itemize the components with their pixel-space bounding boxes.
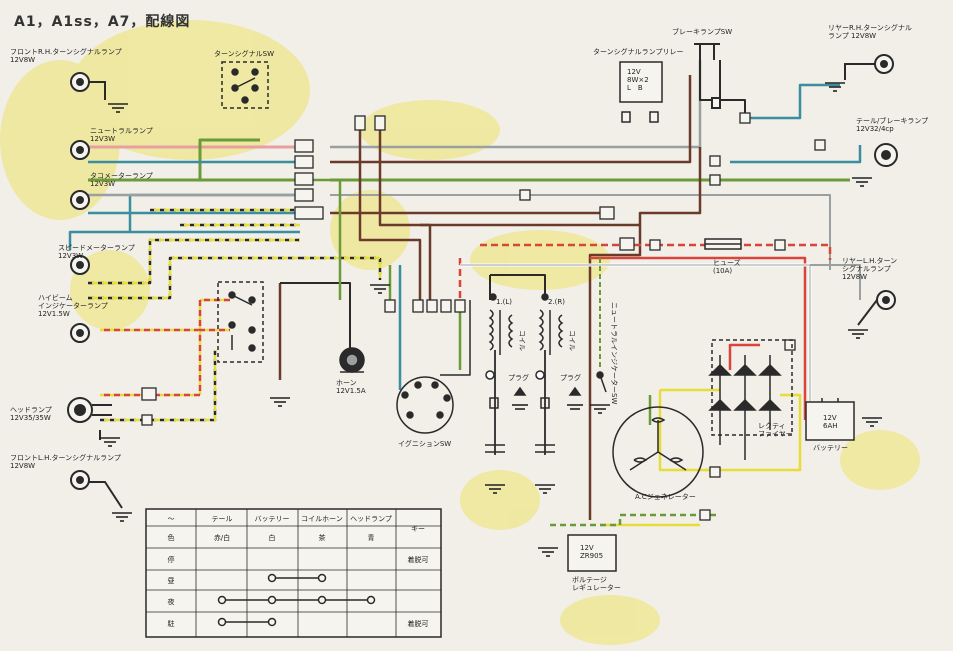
front-lh-turn-lamp-icon	[70, 470, 123, 509]
label-rectifier: レクティファイヤー	[758, 422, 793, 438]
label-rear-rh-turn: リヤーR.H.ターンシグナルランプ 12V8W	[828, 23, 912, 40]
hibeam-lamp-icon	[70, 323, 90, 343]
ignition-coils	[485, 293, 582, 453]
label-turn-signal-sw: ターンシグナルSW	[214, 49, 274, 58]
label-plug: プラグ	[560, 373, 581, 382]
rectifier	[708, 339, 793, 460]
ground-symbols	[100, 82, 882, 557]
label-coil-1: 1.(L)	[496, 298, 512, 306]
label-ac-gen: A.Cジェネレーター	[635, 492, 696, 501]
ignition-key-table: ～ テール バッテリー コイルホーン ヘッドランプ キー 色 赤/白 白 茶 青…	[145, 508, 442, 638]
table-row-key: 着脱可	[408, 555, 429, 564]
table-header-0: ～	[168, 515, 175, 523]
ignition-switch	[396, 376, 454, 434]
battery-icon	[805, 398, 855, 441]
label-ignition-sw: イグニションSW	[398, 439, 451, 448]
label-coil-2: 2.(R)	[548, 298, 565, 306]
table-row-key: 着脱可	[408, 619, 429, 628]
label-coil: コイル	[568, 330, 576, 351]
rear-rh-turn-lamp-icon	[844, 54, 894, 80]
tacho-lamp-icon	[70, 190, 90, 210]
ac-generator	[612, 406, 704, 498]
table-row-label: 駐	[168, 619, 175, 628]
tail-brake-lamp-icon	[874, 143, 898, 167]
label-fuse: ヒューズ(10A)	[713, 258, 741, 275]
table-header-key: キー	[411, 525, 425, 533]
table-header-headlamp: ヘッドランプ	[350, 515, 392, 523]
table-color-horn: 茶	[319, 533, 326, 542]
front-rh-turn-lamp-icon	[70, 72, 106, 100]
brake-lamp-switch	[694, 43, 721, 109]
table-header-horn: コイルホーン	[301, 515, 343, 523]
voltage-regulator	[567, 534, 617, 572]
table-row-label: 停	[168, 555, 175, 564]
turn-signal-switch	[221, 61, 269, 109]
table-row-label: 夜	[168, 597, 175, 606]
lamps	[67, 54, 898, 509]
table-color-headlamp: 青	[368, 533, 375, 542]
connector-block-main	[141, 112, 826, 521]
fuse-icon	[704, 238, 742, 250]
neutral-lamp-icon	[70, 140, 90, 160]
table-color-battery: 白	[269, 533, 276, 542]
label-brake-sw: ブレーキランプSW	[672, 27, 732, 36]
label-regulator: ボルテージレギュレーター	[572, 576, 621, 592]
table-header-tail: テール	[212, 515, 233, 523]
label-coil: コイル	[518, 330, 526, 351]
horn-icon	[339, 347, 365, 373]
rear-lh-turn-lamp-icon	[857, 290, 896, 326]
table-header-battery: バッテリー	[255, 515, 290, 523]
label-battery: バッテリー	[813, 444, 848, 452]
diagram-title: A1，A1ss，A7，配線図	[14, 13, 190, 30]
table-color-label: 色	[168, 533, 175, 542]
turn-signal-relay	[619, 61, 663, 123]
headlamp-icon	[67, 397, 112, 423]
table-color-tail: 赤/白	[214, 533, 230, 542]
label-neutral-sw: ニュートラルインジケーターSW	[610, 302, 619, 404]
table-row-label: 昼	[168, 577, 175, 585]
headlight-switch	[217, 281, 264, 363]
label-turn-relay: ターンシグナルランプリレー	[593, 47, 683, 56]
speedo-lamp-icon	[70, 255, 90, 275]
label-plug: プラグ	[508, 373, 529, 382]
neutral-switch	[596, 371, 607, 393]
